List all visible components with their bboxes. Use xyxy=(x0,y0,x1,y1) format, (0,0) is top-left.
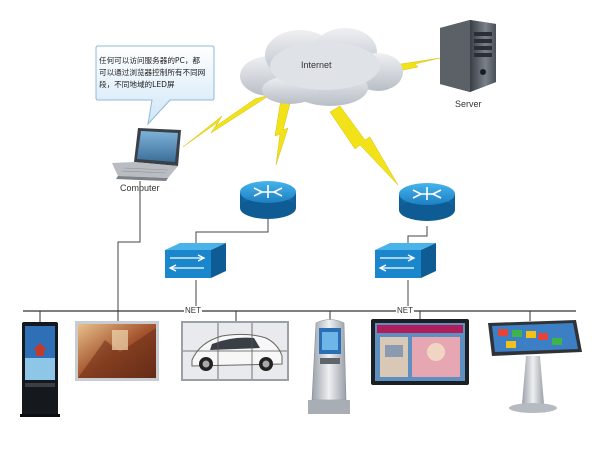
touch-display-icon xyxy=(371,319,469,385)
touch-table-icon xyxy=(488,320,582,413)
computer-label: Computer xyxy=(120,183,160,193)
callout-line-3: 段，不同地域的LED屏 xyxy=(99,80,175,89)
net-label-right: NET xyxy=(396,306,414,315)
led-wall-icon xyxy=(75,321,159,381)
callout-bubble xyxy=(95,45,215,126)
router-left-switch-link xyxy=(195,207,269,246)
server-label: Server xyxy=(455,99,482,109)
connection-lines xyxy=(117,181,428,320)
switch-icon-right xyxy=(375,243,436,278)
router-icon-left xyxy=(240,181,296,219)
callout-line-1: 任何可以访问服务器的PC，都 xyxy=(99,56,201,65)
callout-text: 任何可以访问服务器的PC，都 可以通过浏览器控制所有不同网 段，不同地域的LED… xyxy=(99,55,209,91)
router-icon-right xyxy=(399,183,455,221)
callout-line-2: 可以通过浏览器控制所有不同网 xyxy=(99,68,206,77)
laptop-icon xyxy=(112,128,181,181)
switch-icon-left xyxy=(165,243,226,278)
lightning-icon xyxy=(182,57,441,186)
router-right-switch-link xyxy=(407,226,428,246)
computer-link xyxy=(117,181,141,320)
query-terminal-icon xyxy=(308,319,350,414)
vertical-kiosk-icon xyxy=(20,322,60,417)
net-label-left: NET xyxy=(184,306,202,315)
internet-label: Internet xyxy=(301,60,332,70)
cloud-icon xyxy=(240,28,403,106)
server-icon xyxy=(440,20,496,92)
video-wall-icon xyxy=(181,321,289,381)
